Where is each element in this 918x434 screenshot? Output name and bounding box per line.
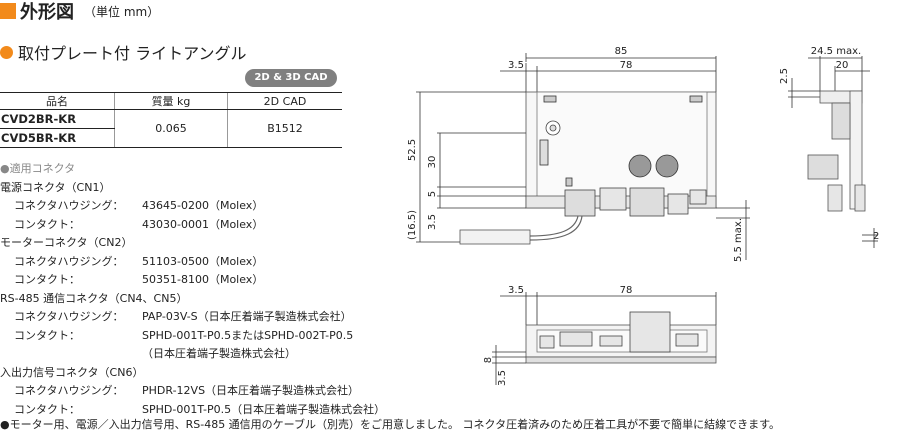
dim-side-20: 20 [836,60,849,71]
title-marker-icon [0,3,16,19]
io-connector-title: 入出力信号コネクタ（CN6） [0,365,144,379]
dim-bottom-offset: 3.5 [508,285,524,296]
connector-heading: ●適用コネクタ [0,162,76,175]
contact-label: コンタクト： [14,273,80,286]
dim-side-max: 24.5 max. [811,46,861,57]
bottom-view [492,292,717,385]
spec-table: 品名 質量 kg 2D CAD CVD2BR-KR 0.065 B1512 CV… [0,92,342,148]
dim-height-5: 5 [427,191,438,197]
dim-bottom-width: 78 [620,285,633,296]
rs485-connector-title: RS-485 通信コネクタ（CN4、CN5） [0,291,188,305]
housing-label: コネクタハウジング： [14,384,124,397]
dim-side-2-5: 2.5 [779,68,790,84]
housing-label: コネクタハウジング： [14,199,124,212]
header-model: 品名 [0,92,115,110]
contact-value: 50351-8100（Molex） [142,273,264,286]
header-cad: 2D CAD [227,92,342,110]
model-name: CVD2BR-KR [0,109,115,129]
page-header: 外形図 （単位 mm） [0,0,160,23]
dim-side-2: 2 [873,231,879,242]
dim-top-total: 85 [615,46,628,57]
front-view [416,53,750,260]
connector-list: ●適用コネクタ 電源コネクタ（CN1） コネクタハウジング： 43645-0200… [0,160,385,419]
housing-value: PAP-03V-S（日本圧着端子製造株式会社） [142,310,352,323]
dim-top-width: 78 [620,60,633,71]
dim-height-16-5: (16.5) [407,210,418,240]
dim-bottom-3-5: 3.5 [497,370,508,386]
contact-value-maker: （日本圧着端子製造株式会社） [142,347,296,360]
side-view [788,56,878,248]
contact-label: コンタクト： [14,402,80,416]
housing-value: PHDR-12VS（日本圧着端子製造株式会社） [142,384,360,397]
model-name: CVD5BR-KR [0,128,115,148]
contact-label: コンタクト： [14,328,80,342]
contact-value: SPHD-001T-P0.5（日本圧着端子製造株式会社） [142,402,386,416]
section-title: 取付プレート付 ライトアングル [18,44,247,63]
dim-height-30: 30 [427,156,438,169]
cad-value[interactable]: B1512 [227,109,342,148]
dim-height-3-5: 3.5 [427,214,438,230]
mass-value: 0.065 [114,109,228,148]
dim-top-offset: 3.5 [508,60,524,71]
unit-note: （単位 mm） [84,4,160,19]
motor-connector-title: モーターコネクタ（CN2） [0,236,133,249]
section-header: 取付プレート付 ライトアングル [0,40,246,64]
contact-value: 43030-0001（Molex） [142,217,264,231]
contact-value: SPHD-001T-P0.5またはSPHD-002T-P0.5 [142,328,354,342]
dim-bottom-8: 8 [483,357,494,363]
dim-max-5-5: 5.5 max. [733,218,744,262]
footer-note: ●モーター用、電源／入出力信号用、RS-485 通信用のケーブル（別売）をご用意… [0,418,780,431]
housing-label: コネクタハウジング： [14,310,124,323]
housing-label: コネクタハウジング： [14,254,124,268]
page-title: 外形図 [20,2,74,23]
housing-value: 43645-0200（Molex） [142,199,264,212]
power-connector-title: 電源コネクタ（CN1） [0,180,111,194]
housing-value: 51103-0500（Molex） [142,254,264,268]
cad-badge[interactable]: 2D & 3D CAD [245,69,337,87]
contact-label: コンタクト： [14,217,80,231]
dim-height-total: 52.5 [407,139,418,161]
bullet-icon [0,45,13,59]
